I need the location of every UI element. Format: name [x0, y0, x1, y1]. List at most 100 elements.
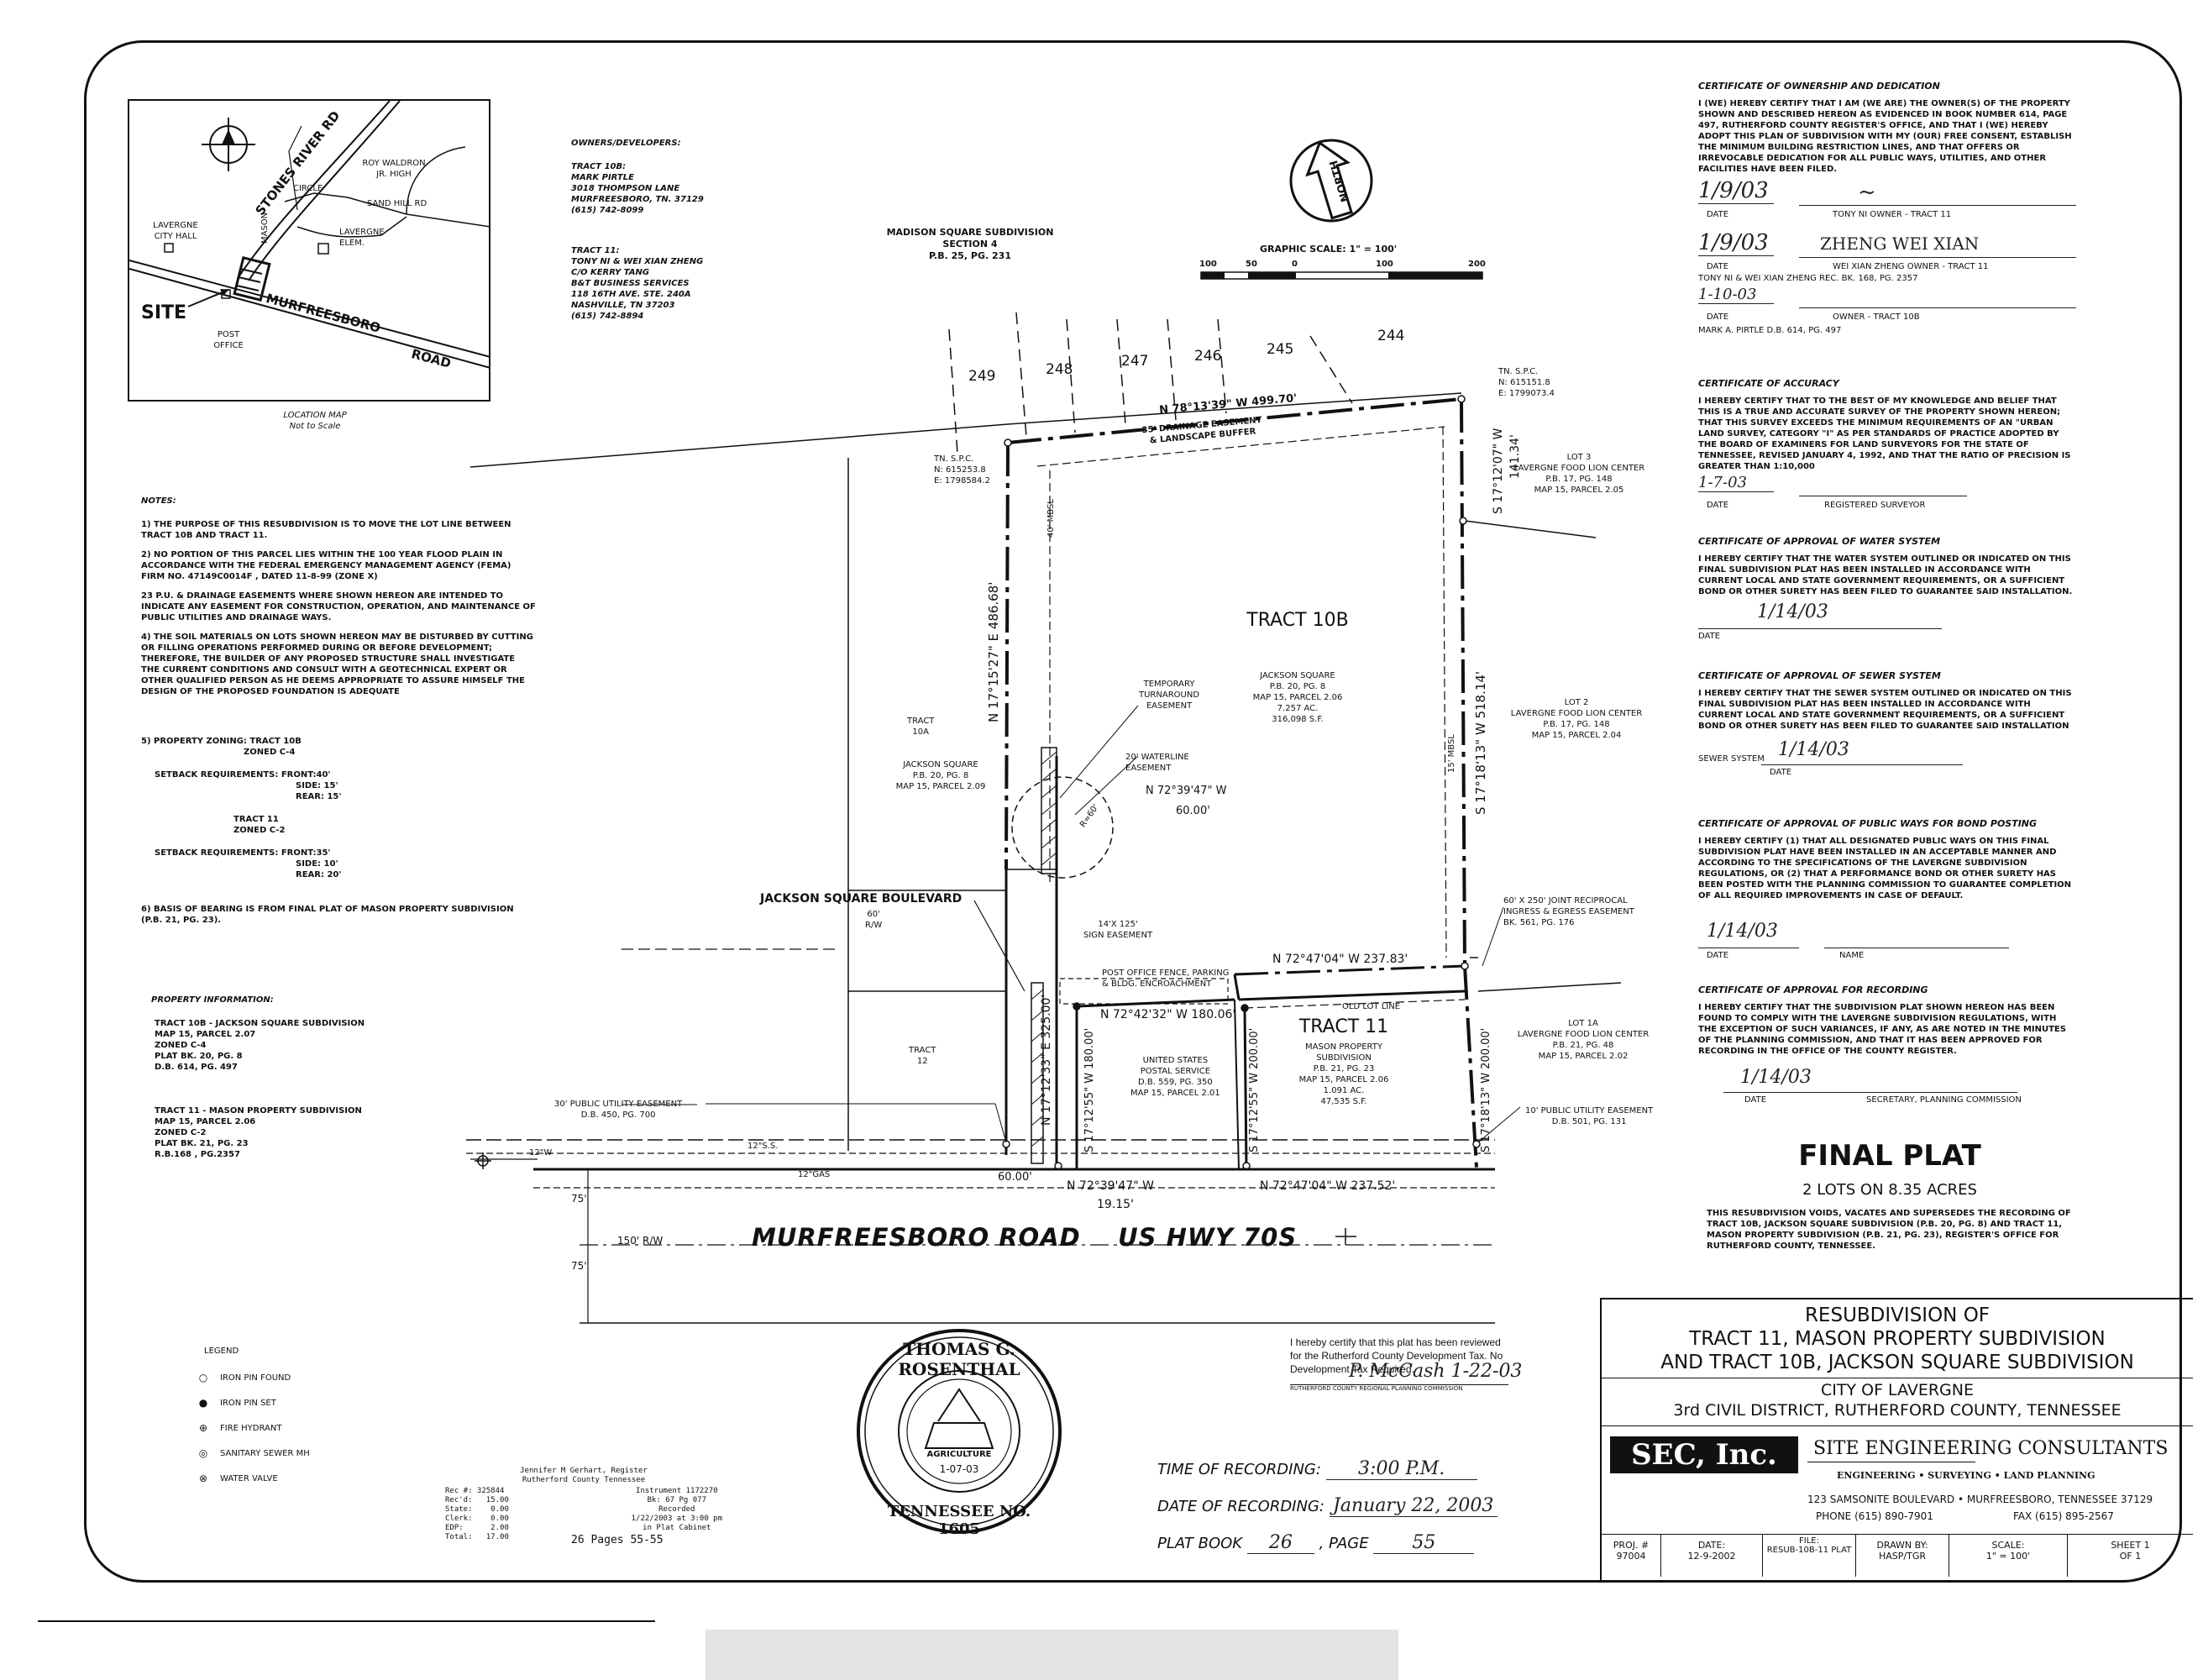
lot-number: 245	[1267, 341, 1294, 358]
bearing-right-mid: S 17°18'13" W 518.14'	[1473, 670, 1488, 815]
property-11: TRACT 11 - MASON PROPERTY SUBDIVISION MA…	[155, 1105, 362, 1160]
cert-title: CERTIFICATE OF APPROVAL OF PUBLIC WAYS F…	[1698, 818, 2038, 829]
bearing-s17-200: S 17°12'55" W 200.00'	[1248, 1027, 1261, 1152]
cert-title: CERTIFICATE OF OWNERSHIP AND DEDICATION	[1698, 81, 1940, 92]
je-line: BK. 561, PG. 176	[1503, 918, 1575, 927]
lot-number: 244	[1377, 328, 1405, 344]
firm-fax: FAX (615) 895-2567	[2013, 1510, 2114, 1522]
cell-value: OF 1	[2119, 1551, 2142, 1562]
lot3-label: LOT 3 LAVERGNE FOOD LION CENTER P.B. 17,…	[1503, 452, 1655, 496]
tract-line: 12	[916, 1057, 928, 1066]
cell-label: DRAWN BY:	[1876, 1540, 1928, 1551]
zoning-line: SIDE: 15'	[296, 781, 338, 790]
cell-label: SHEET 1	[2111, 1540, 2150, 1551]
bearing-left: N 17°15'27" E 486.68'	[986, 581, 1001, 722]
bearing-325: N 17°12'33" E 325.00'	[1040, 994, 1053, 1126]
sand-hill-label: SAND HILL RD	[367, 199, 427, 208]
lot-line: P.B. 21, PG. 48	[1552, 1041, 1614, 1050]
tract-line: TRACT	[909, 1046, 936, 1055]
name-label: NAME	[1839, 951, 1865, 960]
dev-tax-text: I hereby certify that this plat has been…	[1290, 1336, 1503, 1375]
tract-line: MAP 15, PARCEL 2.06	[1298, 1075, 1389, 1084]
prop-line: ZONED C-2	[155, 1128, 207, 1137]
se-line: 14'X 125'	[1098, 920, 1138, 929]
legend-item: ◎SANITARY SEWER MH	[195, 1441, 310, 1466]
tract-line: 1.091 AC.	[1323, 1086, 1365, 1095]
prop-line: PLAT BK. 21, PG. 23	[155, 1139, 249, 1148]
zoning-line: 5) PROPERTY ZONING: TRACT 10B	[141, 737, 302, 746]
lot-line: MAP 15, PARCEL 2.02	[1538, 1052, 1629, 1061]
owner-signature: ZHENG WEI XIAN	[1820, 234, 1980, 254]
util-line: D.B. 501, PG. 131	[1551, 1117, 1627, 1126]
owner-line: TONY NI & WEI XIAN ZHENG	[571, 257, 704, 266]
sig-line	[1799, 205, 2076, 206]
prop-line: PLAT BK. 20, PG. 8	[155, 1052, 243, 1061]
pof-line: POST OFFICE FENCE, PARKING	[1102, 969, 1230, 978]
firm-name: SITE ENGINEERING CONSULTANTS	[1813, 1438, 2169, 1459]
owner-line: C/O KERRY TANG	[571, 268, 650, 277]
note-item: 1) THE PURPOSE OF THIS RESUBDIVISION IS …	[141, 520, 511, 540]
sig-date: 1/9/03	[1698, 178, 1774, 204]
prop-line: MAP 15, PARCEL 2.06	[155, 1117, 256, 1126]
rec-label: TIME OF RECORDING:	[1157, 1461, 1321, 1478]
location-map-caption: LOCATION MAP Not to Scale	[252, 410, 378, 432]
owner-line: NASHVILLE, TN 37203	[571, 301, 675, 310]
stamp-line: Rutherford County Tennessee	[522, 1476, 646, 1484]
rw-line: R/W	[865, 921, 883, 930]
north-arrow-icon	[1289, 139, 1373, 223]
lot-line: MAP 15, PARCEL 2.05	[1534, 486, 1624, 495]
owners-tract10b: TRACT 10B: MARK PIRTLE 3018 THOMPSON LAN…	[571, 161, 704, 216]
lot-line: LAVERGNE FOOD LION CENTER	[1510, 709, 1643, 718]
zoning-line: REAR: 15'	[296, 792, 342, 801]
wl-line: 20' WATERLINE	[1125, 753, 1189, 762]
sig-date: 1/14/03	[1778, 739, 1849, 760]
mbsl40-label: 40' MBSL	[1046, 499, 1056, 538]
scan-artifact	[705, 1630, 1398, 1680]
old-lot-line-label: OLD LOT LINE	[1342, 1002, 1401, 1011]
owner-line: TRACT 11:	[571, 246, 620, 255]
spc-right: TN. S.P.C. N: 615151.8 E: 1799073.4	[1498, 366, 1555, 399]
prop-line: ZONED C-4	[155, 1041, 207, 1050]
cell-value: 97004	[1616, 1551, 1646, 1562]
mbsl15-label: 15' MBSL	[1447, 734, 1456, 773]
firm-block: SEC, Inc. SITE ENGINEERING CONSULTANTS E…	[1602, 1425, 2193, 1534]
tract10a-label: TRACT 10A	[907, 716, 934, 738]
road-name: MURFREESBORO ROAD US HWY 70S	[752, 1223, 1298, 1252]
city-lines: CITY OF LAVERGNE 3rd CIVIL DISTRICT, RUT…	[1602, 1378, 2193, 1420]
cell-label: PROJ. #	[1613, 1540, 1650, 1551]
cell-value: 1" = 100'	[1985, 1551, 2031, 1562]
usps-line: POSTAL SERVICE	[1140, 1067, 1211, 1076]
cell-value: HASP/TGR	[1878, 1551, 1926, 1562]
sig-line	[1799, 307, 2076, 308]
caption-line-1: LOCATION MAP	[283, 411, 347, 420]
bearing-23783: N 72°47'04" W 237.83'	[1272, 953, 1408, 966]
scale-tick: 200	[1468, 260, 1486, 269]
sig-date: 1/14/03	[1740, 1067, 1812, 1088]
legend-item: ⊕FIRE HYDRANT	[195, 1415, 310, 1441]
title-line: CITY OF LAVERGNE	[1821, 1381, 1974, 1399]
gas-label: 12"GAS	[798, 1170, 831, 1179]
lot-line: LOT 1A	[1568, 1019, 1598, 1028]
tract-line: 316,098 S.F.	[1272, 715, 1324, 724]
util-line: 30' PUBLIC UTILITY EASEMENT	[554, 1100, 683, 1109]
stamp-fees: Rec #: 325844 Rec'd: 15.00 State: 0.00 C…	[445, 1487, 509, 1541]
zoning-line: REAR: 20'	[296, 870, 342, 879]
cell-file: FILE:RESUB-10B-11 PLAT	[1763, 1535, 1856, 1577]
sig-date: 1-7-03	[1698, 474, 1774, 492]
accuracy-signature: 1-7-03 DATE REGISTERED SURVEYOR	[1698, 470, 2076, 512]
cert-sewer: CERTIFICATE OF APPROVAL OF SEWER SYSTEM …	[1698, 670, 2076, 732]
cert-title: CERTIFICATE OF ACCURACY	[1698, 378, 1839, 389]
owners-tract11: TRACT 11: TONY NI & WEI XIAN ZHENG C/O K…	[571, 245, 703, 322]
prop-line: D.B. 614, PG. 497	[155, 1063, 238, 1072]
prop-line: TRACT 10B - JACKSON SQUARE SUBDIVISION	[155, 1019, 365, 1028]
sig-rec: TONY NI & WEI XIAN ZHENG REC. BK. 168, P…	[1698, 274, 1918, 283]
seal-inner: AGRICULTURE	[926, 1450, 992, 1459]
jackson-blvd-rw: 60' R/W	[865, 909, 882, 931]
title-block: RESUBDIVISION OF TRACT 11, MASON PROPERT…	[1600, 1298, 2193, 1580]
rec-label: DATE OF RECORDING:	[1157, 1498, 1324, 1515]
tract12-label: TRACT 12	[909, 1045, 936, 1067]
scale-ticks: 100 50 0 100 200	[1199, 259, 1486, 270]
seal-state: TENNESSEE NO. 1605	[887, 1503, 1031, 1538]
spc-left: TN. S.P.C. N: 615253.8 E: 1798584.2	[934, 454, 990, 486]
graphic-scale: 100 50 0 100 200	[1199, 259, 1486, 286]
